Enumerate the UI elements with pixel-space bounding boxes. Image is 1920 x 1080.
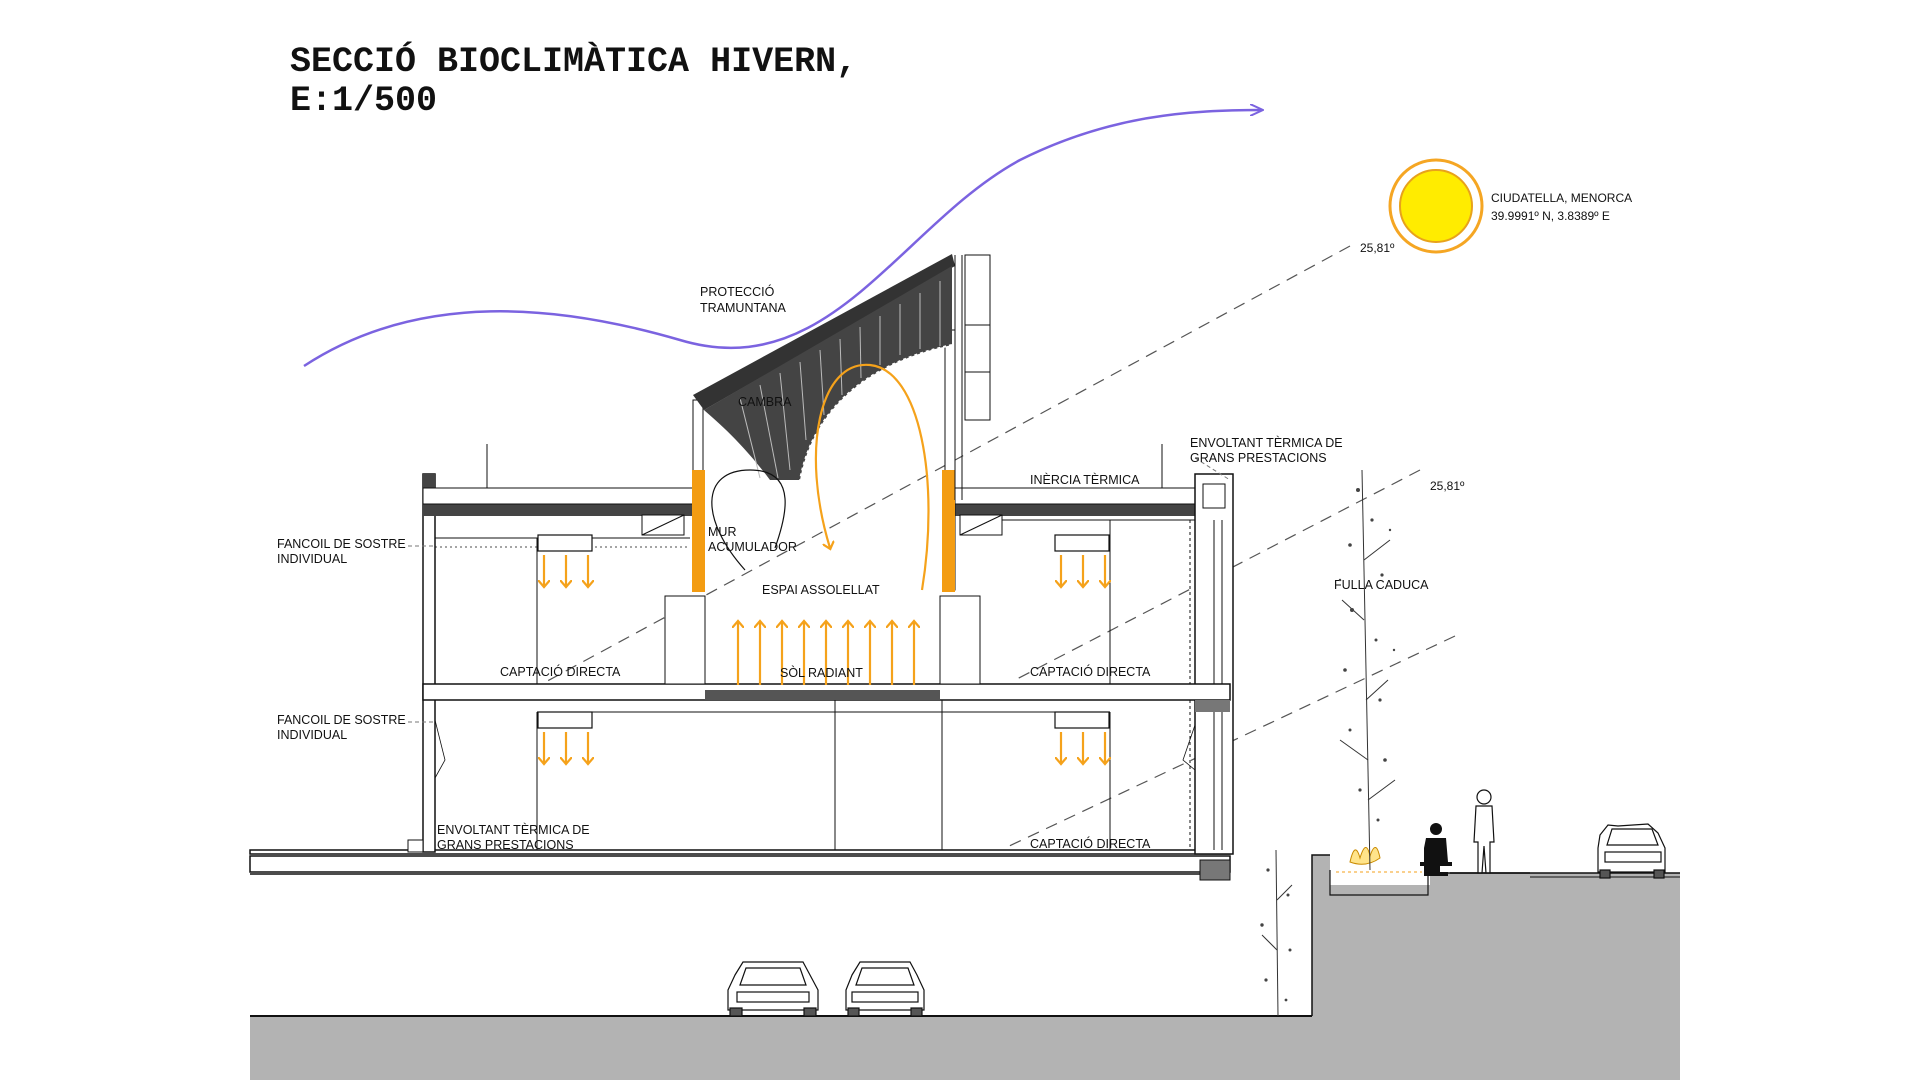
location-coordinates: 39.9991º N, 3.8389º E	[1491, 209, 1610, 223]
car-icon	[845, 961, 925, 1017]
ground	[250, 854, 1680, 1080]
person-icon	[1420, 823, 1452, 876]
label-espai: ESPAI ASSOLELLAT	[762, 583, 880, 597]
title-line-1: SECCIÓ BIOCLIMÀTICA HIVERN,	[290, 41, 857, 82]
label-envolvent-bot-2: GRANS PRESTACIONS	[437, 838, 574, 852]
label-fancoil-2a: FANCOIL DE SOSTRE	[277, 713, 406, 727]
car-icon	[727, 961, 819, 1017]
tree-icon	[1338, 469, 1396, 871]
label-captacio-left: CAPTACIÓ DIRECTA	[500, 664, 621, 679]
label-sol-radiant: SÒL RADIANT	[780, 665, 863, 680]
label-mur-1: MUR	[708, 525, 736, 539]
sun-rays	[539, 245, 1456, 849]
person-icon	[1473, 789, 1495, 874]
label-proteccio-2: TRAMUNTANA	[700, 301, 787, 315]
label-proteccio-1: PROTECCIÓ	[700, 284, 775, 299]
car-icon	[1597, 823, 1666, 879]
sun-angle-top: 25,81º	[1360, 241, 1395, 255]
label-fancoil-1b: INDIVIDUAL	[277, 552, 347, 566]
label-cambra: CAMBRA	[738, 395, 792, 409]
heat-flow-arrows	[544, 363, 1105, 763]
sun-angle-right: 25,81º	[1430, 479, 1465, 493]
leader-lines	[408, 457, 1231, 723]
sloped-roof	[693, 254, 955, 410]
label-fancoil-1a: FANCOIL DE SOSTRE	[277, 537, 406, 551]
sun-icon	[1388, 158, 1484, 254]
tree-icon	[1260, 849, 1293, 1017]
mass-wall-right	[942, 470, 955, 592]
tramuntana-wind-arrow	[303, 110, 1262, 368]
label-captacio-right: CAPTACIÓ DIRECTA	[1030, 664, 1151, 679]
label-envolvent-top-1: ENVOLTANT TÈRMICA DE	[1190, 435, 1343, 450]
title-line-2: E:1/500	[290, 81, 437, 121]
cambra-chamber	[704, 266, 952, 480]
location-city: CIUDATELLA, MENORCA	[1491, 191, 1632, 205]
mur-acumulador-loop	[711, 469, 786, 571]
label-envolvent-bot-1: ENVOLTANT TÈRMICA DE	[437, 822, 590, 837]
label-captacio-ground: CAPTACIÓ DIRECTA	[1030, 836, 1151, 851]
label-inercia: INÈRCIA TÈRMICA	[1030, 472, 1140, 487]
mass-wall-left	[692, 470, 705, 592]
label-mur-2: ACUMULADOR	[708, 540, 797, 554]
building-section	[249, 254, 1234, 881]
label-envolvent-top-2: GRANS PRESTACIONS	[1190, 451, 1327, 465]
label-fancoil-2b: INDIVIDUAL	[277, 728, 347, 742]
label-fulla-caduca: FULLA CADUCA	[1334, 578, 1429, 592]
